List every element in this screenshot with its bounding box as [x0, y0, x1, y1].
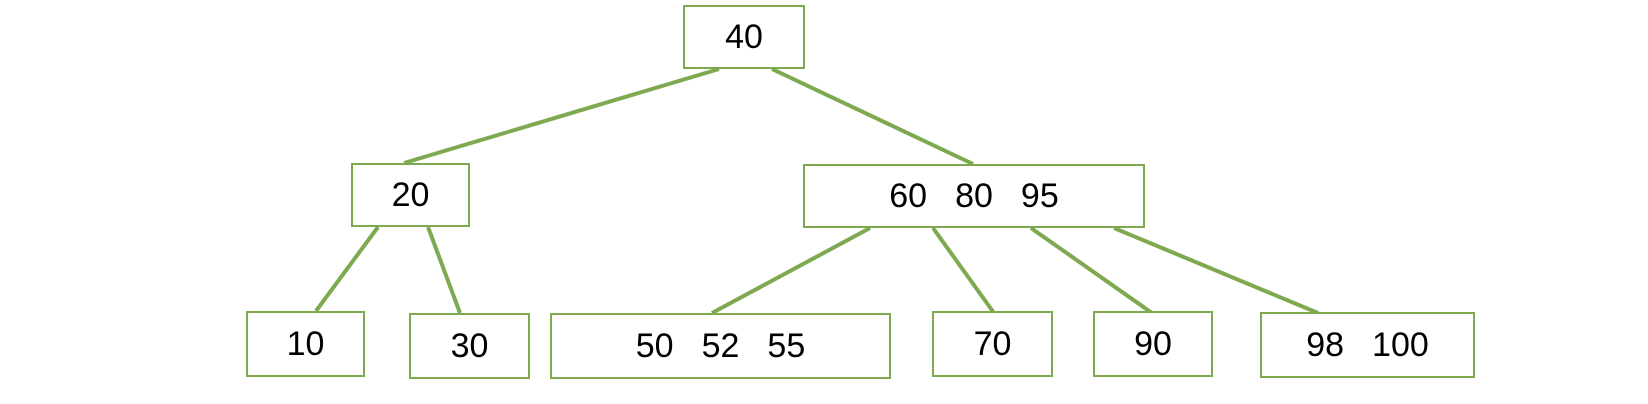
btree-node[interactable]: 90 — [1093, 311, 1213, 377]
node-key: 100 — [1372, 326, 1429, 364]
node-key-list: 20 — [392, 178, 430, 212]
node-key-list: 60 80 95 — [889, 179, 1058, 213]
btree-node[interactable]: 10 — [246, 311, 365, 377]
tree-edge — [771, 67, 974, 166]
node-key-list: 98 100 — [1306, 328, 1429, 362]
node-key: 50 — [635, 327, 674, 365]
btree-node[interactable]: 20 — [351, 163, 470, 227]
node-key: 10 — [286, 325, 325, 363]
btree-node[interactable]: 50 52 55 — [550, 313, 891, 379]
btree-node[interactable]: 40 — [683, 5, 805, 69]
node-key: 55 — [767, 327, 806, 365]
btree-node[interactable]: 70 — [932, 311, 1053, 377]
tree-edge — [711, 226, 871, 315]
btree-node[interactable]: 98 100 — [1260, 312, 1475, 378]
node-key: 60 — [889, 177, 928, 215]
tree-edge — [426, 226, 462, 314]
tree-edge — [1029, 226, 1154, 315]
node-key-list: 50 52 55 — [636, 329, 805, 363]
btree-node[interactable]: 30 — [409, 313, 530, 379]
node-key: 95 — [1020, 177, 1059, 215]
tree-edge — [1113, 226, 1319, 315]
node-key-list: 70 — [974, 327, 1012, 361]
node-key-list: 10 — [287, 327, 325, 361]
node-key: 20 — [391, 176, 430, 214]
tree-edge — [403, 67, 720, 165]
node-key: 40 — [725, 18, 763, 56]
node-key: 98 — [1306, 326, 1345, 364]
node-key-list: 40 — [725, 20, 763, 54]
tree-edge — [931, 226, 996, 315]
node-key-list: 30 — [451, 329, 489, 363]
node-key: 80 — [955, 177, 993, 215]
node-key: 52 — [701, 327, 740, 365]
node-key: 30 — [450, 327, 489, 365]
btree-node[interactable]: 60 80 95 — [803, 164, 1145, 228]
node-key-list: 90 — [1134, 327, 1172, 361]
tree-edge — [314, 225, 380, 313]
node-key: 70 — [973, 325, 1012, 363]
node-key: 90 — [1134, 325, 1172, 363]
